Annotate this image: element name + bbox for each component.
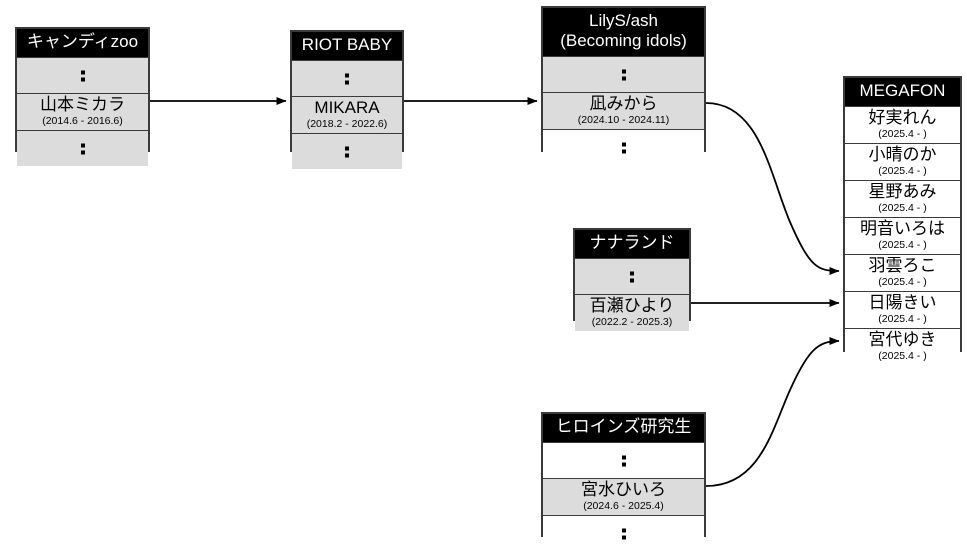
ellipsis-row <box>17 130 148 166</box>
edge-heroines-to-megafon <box>705 337 840 487</box>
member-row[interactable]: 好実れん (2025.4 - ) <box>845 106 960 143</box>
ellipsis-row <box>543 515 704 551</box>
edge-lilysash-to-megafon <box>705 102 840 275</box>
member-row[interactable]: 星野あみ (2025.4 - ) <box>845 180 960 217</box>
group-title: RIOT BABY <box>292 32 402 60</box>
member-row[interactable]: 小晴のか (2025.4 - ) <box>845 143 960 180</box>
vertical-ellipsis-icon <box>543 66 704 83</box>
member-name: 羽雲ろこ <box>868 256 937 275</box>
member-name: 星野あみ <box>868 182 937 201</box>
member-name: 明音いろは <box>860 219 945 238</box>
vertical-ellipsis-icon <box>543 139 704 156</box>
member-name: 宮水ひいろ <box>581 480 666 499</box>
vertical-ellipsis-icon <box>543 452 704 469</box>
member-row[interactable]: 山本ミカラ (2014.6 - 2016.6) <box>17 93 148 130</box>
member-name: 山本ミカラ <box>40 95 125 114</box>
ellipsis-row <box>543 442 704 478</box>
member-name: 日陽きい <box>868 293 937 312</box>
group-box-lilys-ash[interactable]: LilyS/ash (Becoming idols) 凪みから (2024.10… <box>541 6 706 165</box>
member-period: (2014.6 - 2016.6) <box>42 115 123 127</box>
member-row[interactable]: 宮代ゆき (2025.4 - ) <box>845 328 960 365</box>
member-row[interactable]: 宮水ひいろ (2024.6 - 2025.4) <box>543 478 704 515</box>
ellipsis-row <box>17 57 148 93</box>
vertical-ellipsis-icon <box>292 143 402 160</box>
member-name: 小晴のか <box>868 145 937 164</box>
member-row[interactable]: 羽雲ろこ (2025.4 - ) <box>845 254 960 291</box>
member-row[interactable]: 凪みから (2024.10 - 2024.11) <box>543 92 704 129</box>
ellipsis-row <box>292 133 402 169</box>
member-row[interactable]: 日陽きい (2025.4 - ) <box>845 291 960 328</box>
ellipsis-row <box>292 60 402 96</box>
member-period: (2025.4 - ) <box>878 313 927 325</box>
ellipsis-row <box>543 56 704 92</box>
member-period: (2018.2 - 2022.6) <box>306 118 388 130</box>
vertical-ellipsis-icon <box>17 67 148 84</box>
member-period: (2025.4 - ) <box>878 128 927 140</box>
member-period: (2024.10 - 2024.11) <box>577 114 670 126</box>
group-title: LilyS/ash (Becoming idols) <box>543 8 704 56</box>
member-period: (2025.4 - ) <box>878 239 927 251</box>
vertical-ellipsis-icon <box>17 140 148 157</box>
member-period: (2025.4 - ) <box>878 202 927 214</box>
group-title: キャンディzoo <box>17 29 148 57</box>
vertical-ellipsis-icon <box>292 70 402 87</box>
member-name: 凪みから <box>589 94 658 113</box>
group-title: ナナランド <box>575 230 689 258</box>
group-title: MEGAFON <box>845 78 960 106</box>
member-row[interactable]: 明音いろは (2025.4 - ) <box>845 217 960 254</box>
group-box-nanaland[interactable]: ナナランド 百瀬ひより (2022.2 - 2025.3) <box>573 228 691 331</box>
member-row[interactable]: 百瀬ひより (2022.2 - 2025.3) <box>575 294 689 331</box>
member-name: 宮代ゆき <box>868 330 937 349</box>
group-box-heroines-kenkyusei[interactable]: ヒロインズ研究生 宮水ひいろ (2024.6 - 2025.4) <box>541 412 706 551</box>
member-period: (2024.6 - 2025.4) <box>583 500 664 512</box>
member-name: 百瀬ひより <box>589 296 675 315</box>
ellipsis-row <box>543 129 704 165</box>
member-period: (2022.2 - 2025.3) <box>591 316 673 328</box>
member-name: MIKARA <box>314 98 380 117</box>
vertical-ellipsis-icon <box>543 525 704 542</box>
member-period: (2025.4 - ) <box>878 165 927 177</box>
group-title: ヒロインズ研究生 <box>543 414 704 442</box>
member-period: (2025.4 - ) <box>878 350 927 362</box>
ellipsis-row <box>575 258 689 294</box>
group-box-megafon[interactable]: MEGAFON 好実れん (2025.4 - ) 小晴のか (2025.4 - … <box>843 76 962 365</box>
vertical-ellipsis-icon <box>575 268 689 285</box>
member-period: (2025.4 - ) <box>878 276 927 288</box>
member-row[interactable]: MIKARA (2018.2 - 2022.6) <box>292 96 402 133</box>
group-box-candy-zoo[interactable]: キャンディzoo 山本ミカラ (2014.6 - 2016.6) <box>15 27 150 166</box>
member-name: 好実れん <box>868 108 937 127</box>
group-box-riot-baby[interactable]: RIOT BABY MIKARA (2018.2 - 2022.6) <box>290 30 404 169</box>
